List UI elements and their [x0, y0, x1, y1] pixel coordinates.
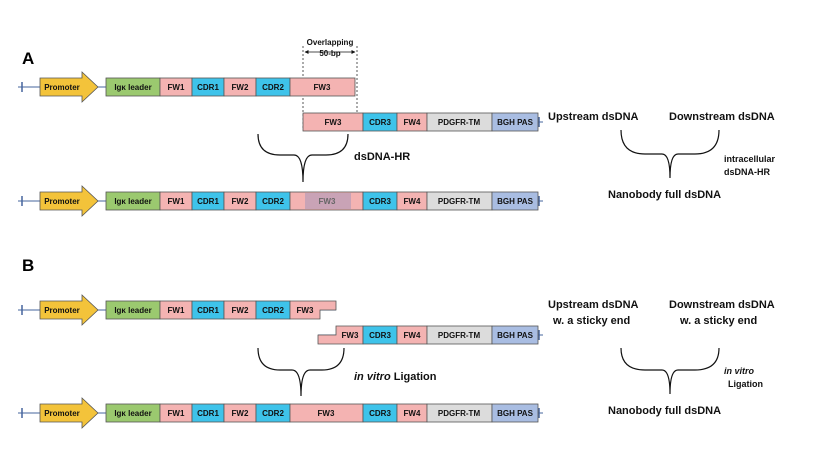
bgh-pas-label: BGH PAS [497, 409, 534, 418]
igk-leader-label: Igκ leader [114, 197, 151, 206]
fw4-label: FW4 [404, 331, 421, 340]
panel-b-letter: B [22, 256, 34, 275]
b-junction-italic: in vitro [354, 371, 391, 383]
a-process-line1: intracellular [724, 154, 776, 164]
promoter-arrow [39, 71, 99, 103]
fw3-label: FW3 [342, 331, 359, 340]
b-downstream-line2: w. a sticky end [679, 315, 757, 327]
fw3-label: FW3 [318, 409, 335, 418]
igk-leader-label: Igκ leader [114, 409, 151, 418]
cdr2-label: CDR2 [262, 83, 284, 92]
promoter-arrow [39, 185, 99, 217]
bgh-pas-label: BGH PAS [497, 118, 534, 127]
cdr1-label: CDR1 [197, 306, 219, 315]
igk-leader-label: Igκ leader [114, 306, 151, 315]
promoter-label: Promoter [44, 197, 80, 206]
b-upstream-line2: w. a sticky end [552, 315, 630, 327]
fw4-label: FW4 [404, 197, 421, 206]
fw1-label: FW1 [168, 409, 185, 418]
fw3-label: FW3 [297, 306, 314, 315]
igk-leader-label: Igκ leader [114, 83, 151, 92]
cdr2-label: CDR2 [262, 306, 284, 315]
a-full-construct: Promoter Igκ leader FW1 CDR1 FW2 CDR2 FW… [18, 185, 543, 217]
promoter-label: Promoter [44, 83, 80, 92]
fw4-label: FW4 [404, 118, 421, 127]
fw2-label: FW2 [232, 83, 249, 92]
pdgfr-tm-label: PDGFR-TM [438, 409, 481, 418]
cdr3-label: CDR3 [369, 409, 391, 418]
a-upstream-construct: Promoter Igκ leader FW1 CDR1 FW2 CDR2 FW… [18, 71, 356, 103]
fw1-label: FW1 [168, 306, 185, 315]
fw3-label: FW3 [314, 83, 331, 92]
overlap-label-line2: 50-bp [319, 49, 340, 58]
a-result-label: Nanobody full dsDNA [608, 189, 721, 201]
cdr1-label: CDR1 [197, 409, 219, 418]
b-upstream-construct: Promoter Igκ leader FW1 CDR1 FW2 CDR2 FW… [18, 294, 337, 326]
b-upstream-line1: Upstream dsDNA [548, 299, 639, 311]
pdgfr-tm-label: PDGFR-TM [438, 118, 481, 127]
bgh-pas-segment [491, 325, 539, 345]
bgh-pas-label: BGH PAS [497, 331, 534, 340]
b-junction-rest: Ligation [391, 371, 437, 383]
a-downstream-label: Downstream dsDNA [669, 111, 775, 123]
b-junction-brace [257, 347, 345, 397]
fw2-label: FW2 [232, 409, 249, 418]
b-downstream-construct: FW3 CDR3 FW4 PDGFR-TM BGH PAS [317, 325, 543, 345]
overlap-label-line1: Overlapping [307, 38, 354, 47]
cdr3-label: CDR3 [369, 118, 391, 127]
panel-a-letter: A [22, 49, 34, 68]
b-full-construct: Promoter Igκ leader FW1 CDR1 FW2 CDR2 FW… [18, 397, 543, 429]
fw3-label: FW3 [325, 118, 342, 127]
fw3-overlap-region [305, 193, 351, 209]
bgh-pas-segment [491, 191, 539, 211]
b-downstream-line1: Downstream dsDNA [669, 299, 775, 311]
fw3-sticky-end-segment [289, 300, 337, 320]
fw1-label: FW1 [168, 197, 185, 206]
bgh-pas-label: BGH PAS [497, 197, 534, 206]
cdr1-label: CDR1 [197, 197, 219, 206]
fw3-segment [289, 77, 356, 97]
bgh-pas-segment [491, 403, 539, 423]
b-junction-label: in vitro Ligation [354, 371, 437, 383]
a-process-line2: dsDNA-HR [724, 167, 770, 177]
pdgfr-tm-label: PDGFR-TM [438, 197, 481, 206]
a-upstream-label: Upstream dsDNA [548, 111, 639, 123]
promoter-label: Promoter [44, 409, 80, 418]
b-process-brace [620, 347, 720, 395]
a-downstream-construct: FW3 CDR3 FW4 PDGFR-TM BGH PAS [302, 112, 543, 132]
promoter-arrow [39, 294, 99, 326]
fw4-label: FW4 [404, 409, 421, 418]
promoter-label: Promoter [44, 306, 80, 315]
cdr3-label: CDR3 [369, 197, 391, 206]
cdr3-label: CDR3 [369, 331, 391, 340]
bgh-pas-segment [491, 112, 539, 132]
pdgfr-tm-label: PDGFR-TM [438, 331, 481, 340]
cdr2-label: CDR2 [262, 409, 284, 418]
fw1-label: FW1 [168, 83, 185, 92]
cdr1-label: CDR1 [197, 83, 219, 92]
a-junction-label: dsDNA-HR [354, 151, 410, 163]
promoter-arrow [39, 397, 99, 429]
b-result-label: Nanobody full dsDNA [608, 405, 721, 417]
a-junction-brace [257, 133, 349, 183]
fw2-label: FW2 [232, 306, 249, 315]
fw2-label: FW2 [232, 197, 249, 206]
cdr2-label: CDR2 [262, 197, 284, 206]
a-process-brace [620, 129, 720, 179]
b-process-line1: in vitro [724, 366, 755, 376]
b-process-line2: Ligation [728, 379, 763, 389]
fw3-label: FW3 [319, 197, 336, 206]
